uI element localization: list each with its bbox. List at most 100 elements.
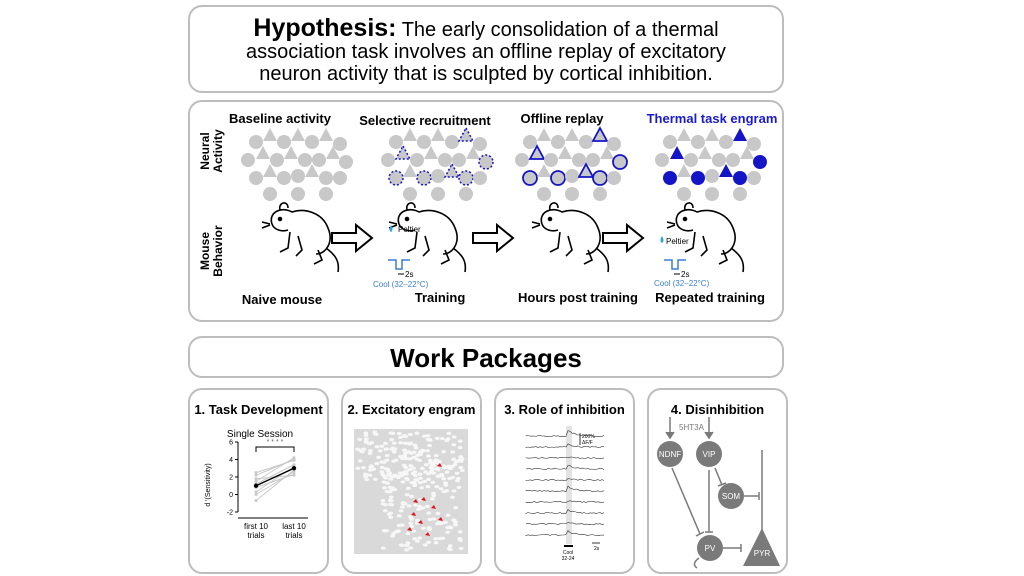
neuron-circle	[319, 171, 333, 185]
neuron-triangle	[466, 146, 480, 159]
cell-dot	[379, 465, 385, 470]
cell-dot	[438, 487, 444, 491]
engram-image	[354, 429, 468, 554]
cell-dot	[382, 486, 387, 490]
cell-dot	[382, 474, 387, 479]
cell-dot	[391, 459, 397, 463]
neuron-circle	[438, 153, 452, 167]
engram-cell	[411, 512, 416, 516]
pyr-node	[743, 528, 780, 566]
mouse-icon	[531, 202, 610, 273]
cell-dot	[454, 471, 460, 475]
neuron-circle	[733, 187, 747, 201]
neuron-circle	[458, 170, 474, 186]
wp1-title: 1. Task Development	[194, 402, 323, 417]
neuron-circle	[389, 135, 403, 149]
scale-label: 200%	[582, 434, 595, 440]
neuron-circle	[705, 169, 719, 183]
neuron-triangle	[256, 146, 270, 159]
neuron-circle	[333, 137, 347, 151]
cell-dot	[388, 502, 393, 507]
neuron-circle	[305, 135, 319, 149]
cell-dot	[443, 483, 449, 487]
individual-point	[254, 473, 258, 477]
cell-dot	[400, 480, 406, 484]
cell-dot	[450, 450, 456, 454]
wp4-title: 4. Disinhibition	[670, 402, 765, 417]
cell-dot	[407, 467, 413, 472]
cell-dot	[368, 468, 373, 472]
cell-dot	[376, 455, 382, 459]
x-tick-label: first 10	[244, 522, 269, 531]
cool-trace-1: 2s Cool (32–22°C)	[373, 259, 429, 289]
cell-dot	[400, 505, 405, 509]
neuron-circle	[249, 171, 263, 185]
cell-dot	[458, 546, 464, 551]
engram-field	[354, 429, 468, 554]
cell-dot	[417, 481, 423, 485]
engram-cell	[425, 532, 430, 536]
cell-dot	[408, 515, 414, 519]
neuron-circle	[593, 187, 607, 201]
behavior-label-naive: Naive mouse	[241, 292, 323, 307]
cell-dot	[369, 441, 375, 445]
cell-dot	[445, 513, 451, 517]
arrow-icon	[331, 222, 374, 254]
cell-dot	[417, 458, 423, 462]
neuron-triangle	[740, 146, 754, 159]
individual-point	[254, 479, 258, 483]
neuron-circle	[241, 153, 255, 167]
cell-dot	[458, 455, 464, 459]
neuron-circle	[579, 135, 593, 149]
vip-label: VIP	[703, 450, 716, 459]
cell-dot	[426, 540, 432, 544]
cell-dot	[427, 458, 433, 462]
cell-dot	[380, 498, 386, 503]
cell-dot	[364, 437, 369, 441]
cell-dot	[446, 464, 452, 468]
individual-point	[254, 490, 258, 494]
neuron-circle	[607, 137, 621, 151]
cell-dot	[431, 517, 437, 521]
cell-dot	[401, 463, 407, 467]
cell-dot	[357, 437, 363, 442]
cell-dot	[362, 472, 368, 476]
cell-dot	[368, 464, 374, 468]
cell-dot	[437, 536, 443, 541]
cell-dot	[384, 453, 390, 458]
cell-dot	[405, 541, 411, 545]
significance-label: * * * *	[267, 439, 284, 446]
cell-dot	[423, 470, 428, 474]
cell-dot	[372, 430, 378, 434]
cell-dot	[377, 449, 383, 453]
cell-dot	[455, 478, 460, 483]
x-tick-label: last 10	[282, 522, 306, 531]
x-tick-label: trials	[286, 531, 303, 540]
cell-dot	[398, 543, 404, 547]
cell-dot	[427, 443, 432, 448]
cell-dot	[405, 486, 411, 490]
cell-dot	[387, 498, 393, 502]
cell-dot	[390, 474, 395, 478]
cell-dot	[383, 467, 389, 471]
engram-cell	[437, 463, 442, 467]
neuron-triangle	[677, 164, 691, 177]
peltier-label-2: Peltier	[666, 237, 689, 246]
y-tick-label: 6	[229, 440, 233, 447]
cell-dot	[363, 433, 369, 437]
cell-dot	[390, 446, 396, 450]
cell-dot	[402, 434, 408, 438]
cell-dot	[417, 472, 423, 476]
cell-dot	[379, 444, 385, 448]
cell-dot	[374, 444, 380, 449]
cell-dot	[381, 460, 387, 464]
neuron-circle	[733, 171, 747, 185]
stage-title-baseline: Baseline activity	[229, 111, 331, 126]
neuron-triangle	[263, 164, 277, 177]
engram-cell	[438, 517, 443, 521]
cell-dot	[433, 541, 439, 545]
stim-label: Cool	[563, 550, 573, 556]
wp2-title: 2. Excitatory engram	[347, 402, 476, 417]
cell-dot	[384, 447, 390, 451]
cell-dot	[367, 451, 373, 455]
